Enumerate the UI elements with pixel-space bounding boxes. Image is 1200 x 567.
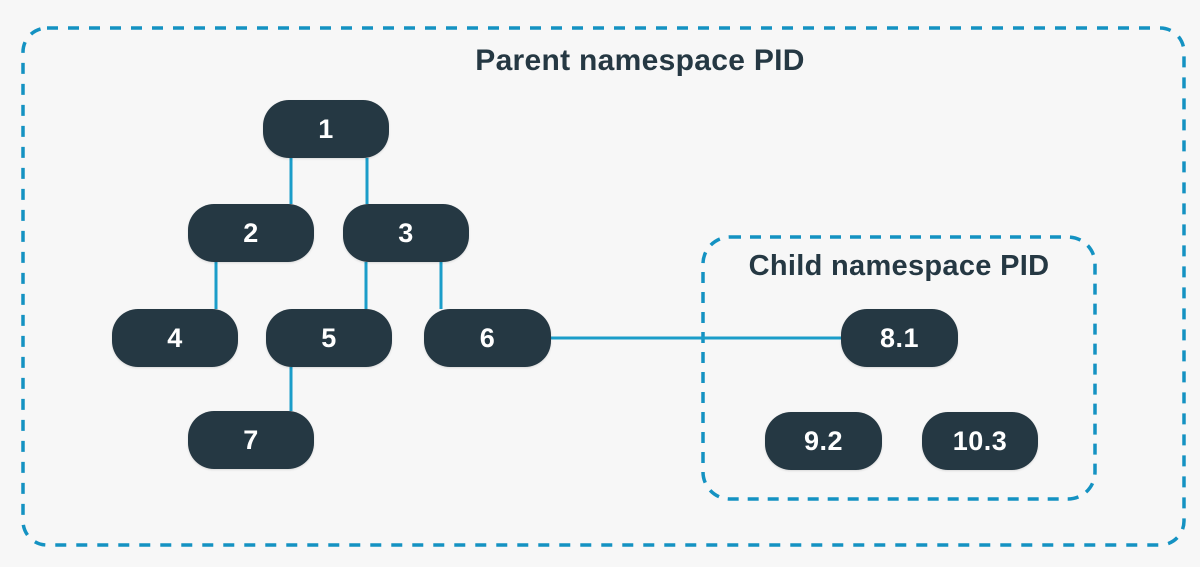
pid-node-7: 7 (188, 411, 314, 469)
pid-node-8.1: 8.1 (841, 309, 958, 367)
parent-namespace-box (21, 26, 1186, 547)
parent-namespace-title: Parent namespace PID (475, 44, 805, 77)
child-namespace-title: Child namespace PID (748, 250, 1050, 282)
pid-node-6: 6 (424, 309, 551, 367)
child-namespace-box (701, 235, 1097, 501)
pid-node-5: 5 (266, 309, 392, 367)
pid-node-9.2: 9.2 (765, 412, 882, 470)
pid-node-4: 4 (112, 309, 238, 367)
pid-node-10.3: 10.3 (922, 412, 1038, 470)
pid-node-3: 3 (343, 204, 469, 262)
pid-node-1: 1 (263, 100, 389, 158)
pid-node-2: 2 (188, 204, 314, 262)
